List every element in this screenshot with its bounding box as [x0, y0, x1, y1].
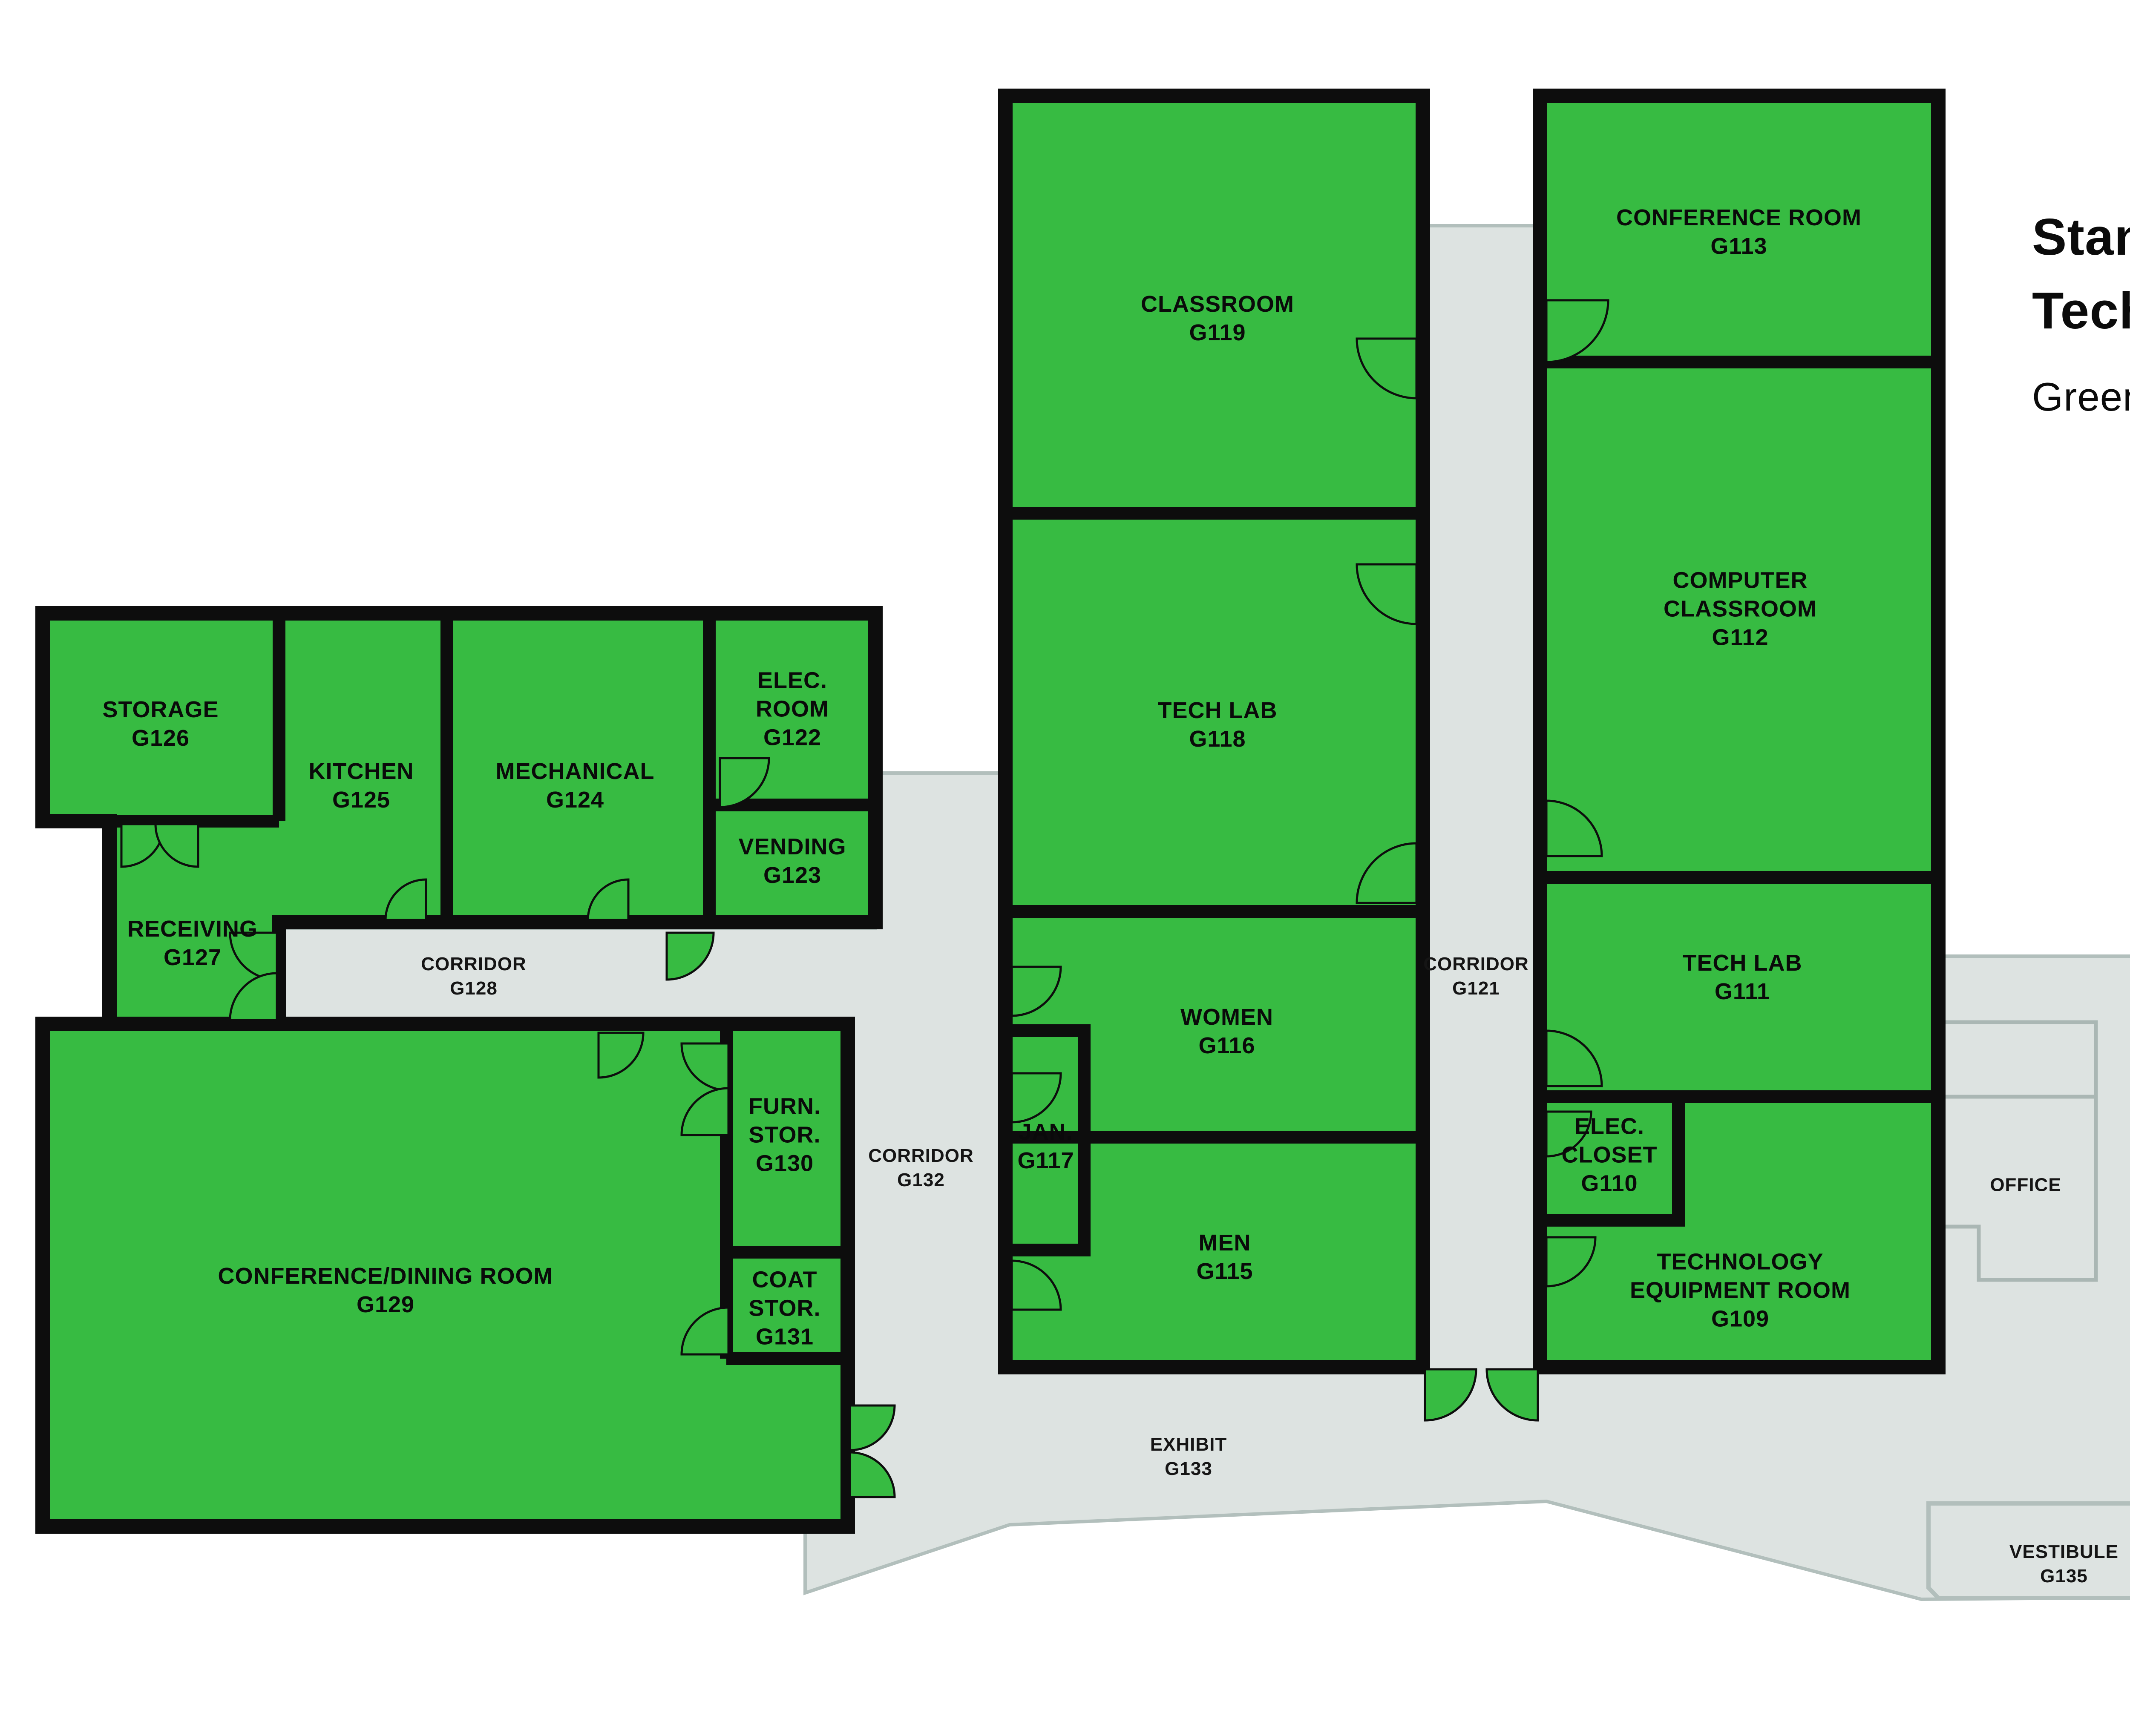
title-line-1: Stanley & Blanche Ash	[2032, 208, 2130, 266]
door-swing-icon	[1356, 842, 1418, 904]
door-swing-icon	[1356, 337, 1418, 400]
room-g117-shape	[999, 1024, 1091, 1256]
door-swing-icon	[1545, 1029, 1603, 1087]
door-swing-icon	[680, 1306, 730, 1356]
door-swings	[120, 299, 1609, 1498]
title-line-2: Technology & Learning Center	[2032, 282, 2130, 340]
title-subtitle: Greenville	[2032, 374, 2130, 420]
room-g110-shape	[1534, 1090, 1685, 1227]
block-middle	[998, 89, 1430, 1374]
map-title: Stanley & Blanche Ash Technology & Learn…	[2032, 200, 2130, 420]
door-swing-icon	[587, 878, 630, 921]
door-swing-icon	[229, 972, 278, 1021]
block-east	[1533, 89, 1946, 1374]
door-swing-icon	[1010, 1072, 1062, 1124]
door-swing-icon	[597, 1032, 645, 1079]
door-swing-icon	[1010, 966, 1062, 1017]
vestibule-outline	[1926, 1501, 2130, 1600]
door-swing-icon	[1356, 563, 1418, 625]
door-swing-icon	[1545, 299, 1609, 363]
door-swing-icon	[680, 1087, 730, 1136]
door-swing-icon	[665, 931, 715, 981]
door-swing-icon	[154, 823, 199, 868]
door-swing-icon	[1485, 1368, 1539, 1422]
door-swing-icon	[1545, 799, 1603, 857]
buildings	[35, 89, 1946, 1534]
door-swing-icon	[849, 1451, 896, 1498]
door-swing-icon	[719, 757, 770, 808]
door-swing-icon	[1545, 1236, 1597, 1288]
door-swing-icon	[1424, 1368, 1477, 1422]
door-swing-icon	[1010, 1259, 1062, 1311]
door-swing-icon	[384, 878, 427, 921]
door-swing-icon	[1545, 1110, 1592, 1158]
door-swing-icon	[849, 1404, 896, 1451]
